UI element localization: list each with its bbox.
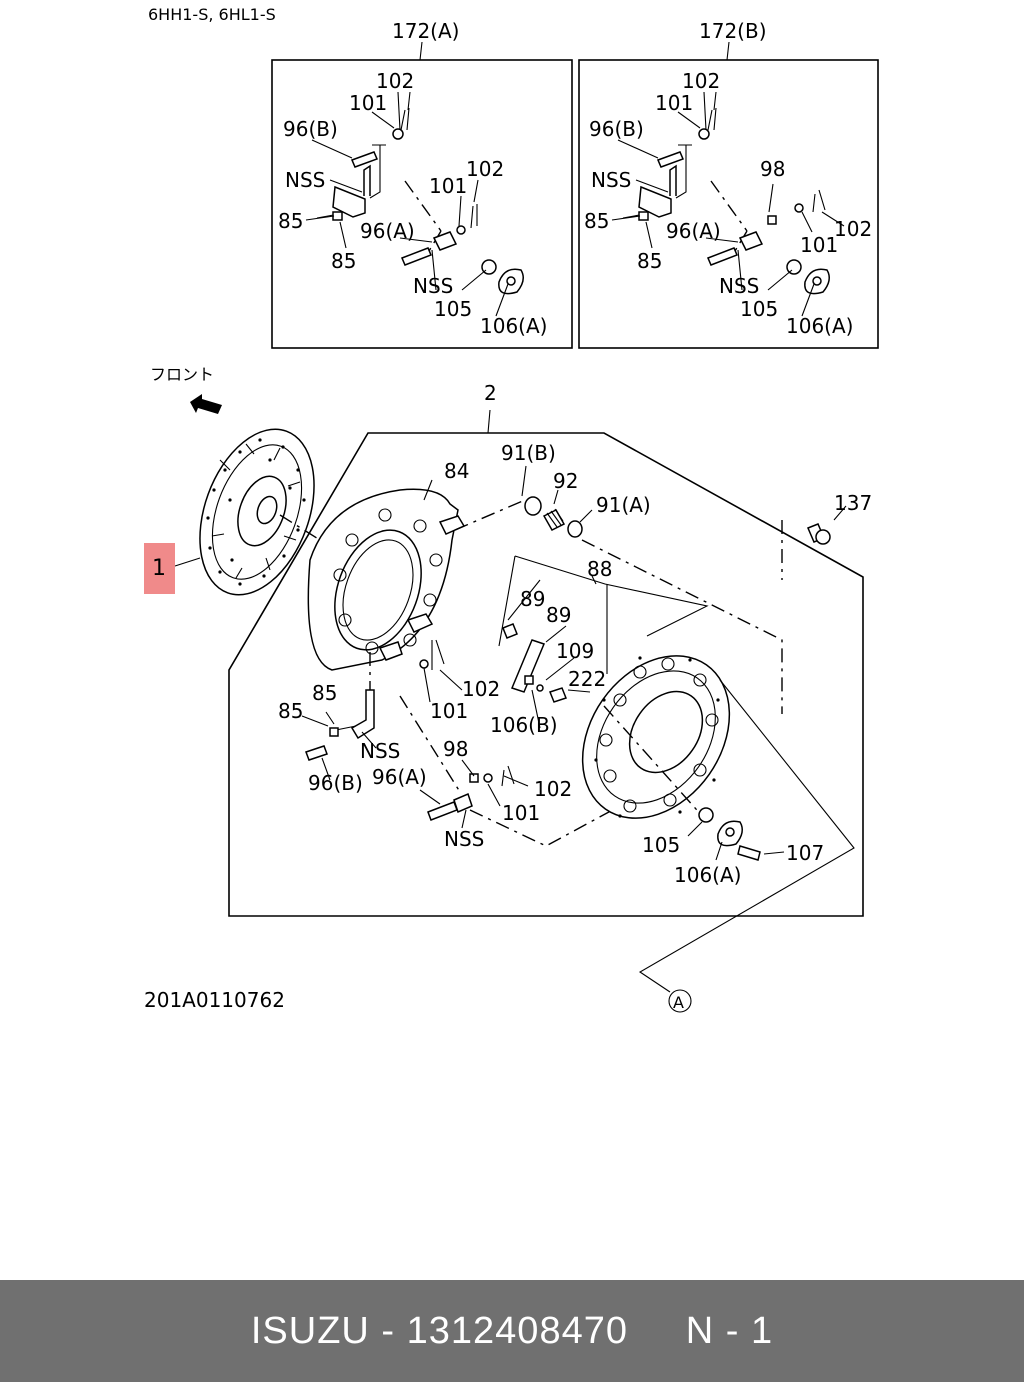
inset-b-label: 101 [655,91,693,115]
label-nss: NSS [444,827,484,851]
label-84: 84 [444,459,469,483]
label-89: 89 [546,603,571,627]
inset-b-label: 105 [740,297,778,321]
label-101: 101 [502,801,540,825]
highlight-callout: 1 [144,543,175,594]
footer-separator: - [369,1309,407,1352]
label-109: 109 [556,639,594,663]
diagram-code: 201A0110762 [144,988,285,1012]
label-137: 137 [834,491,872,515]
label-88: 88 [587,557,612,581]
label-105: 105 [642,833,680,857]
label-85: 85 [278,699,303,723]
highlight-label: 1 [152,556,166,581]
inset-b-label: NSS [591,168,631,192]
label-106a: 106(A) [674,863,741,887]
inset-b-label: 98 [760,157,785,181]
footer-part-number: 1312408470 [406,1309,628,1352]
inset-b-label: NSS [719,274,759,298]
inset-172a: 172(A) 102 101 96(B) NSS 101 102 85 96(A… [271,19,573,349]
inset-172b: 172(B) 102 101 96(B) NSS 98 85 96(A) 101… [578,19,879,349]
label-101: 101 [430,699,468,723]
inset-b-label: 106(A) [786,314,853,338]
ref-a-icon: A [673,993,684,1012]
label-102: 102 [462,677,500,701]
main-assembly: フロント 2 [150,365,872,1013]
label-2: 2 [484,381,497,405]
label-96b: 96(B) [308,771,363,795]
inset-a-label: 96(B) [283,117,338,141]
label-85: 85 [312,681,337,705]
inset-a-label: 102 [466,157,504,181]
model-header: 6HH1-S, 6HL1-S [148,5,276,24]
inset-b-label: 96(B) [589,117,644,141]
footer-bar: ISUZU - 1312408470 N - 1 [0,1280,1024,1382]
inset-a-label: NSS [413,274,453,298]
flywheel-plate [581,655,731,819]
inset-a-label: 106(A) [480,314,547,338]
label-91b: 91(B) [501,441,556,465]
inset-a-label: 102 [376,69,414,93]
front-arrow-icon [190,394,222,414]
label-91a: 91(A) [596,493,651,517]
footer-ref: N - 1 [685,1309,774,1352]
label-nss: NSS [360,739,400,763]
label-96a: 96(A) [372,765,427,789]
parts-diagram: 6HH1-S, 6HL1-S 172(A) 102 101 96(B) NSS … [144,5,879,1013]
label-92: 92 [553,469,578,493]
footer-brand: ISUZU [250,1309,370,1352]
label-89: 89 [520,587,545,611]
label-106b: 106(B) [490,713,558,737]
inset-a-label: 105 [434,297,472,321]
label-222: 222 [568,667,606,691]
inset-a-label: 85 [278,209,303,233]
label-98: 98 [443,737,468,761]
clutch-disc [199,428,315,596]
footer-gap [628,1310,686,1353]
inset-b-label: 96(A) [666,219,721,243]
inset-b-title: 172(B) [699,19,767,43]
inset-a-label: NSS [285,168,325,192]
inset-a-label: 101 [429,174,467,198]
front-label: フロント [150,365,214,384]
inset-b-label: 101 [800,233,838,257]
inset-b-label: 85 [584,209,609,233]
inset-a-title: 172(A) [392,19,459,43]
inset-a-label: 85 [331,249,356,273]
pressure-plate-cover [307,488,466,671]
label-102: 102 [534,777,572,801]
inset-b-label: 85 [637,249,662,273]
inset-a-label: 96(A) [360,219,415,243]
inset-a-label: 101 [349,91,387,115]
label-107: 107 [786,841,824,865]
inset-b-label: 102 [834,217,872,241]
inset-b-label: 102 [682,69,720,93]
